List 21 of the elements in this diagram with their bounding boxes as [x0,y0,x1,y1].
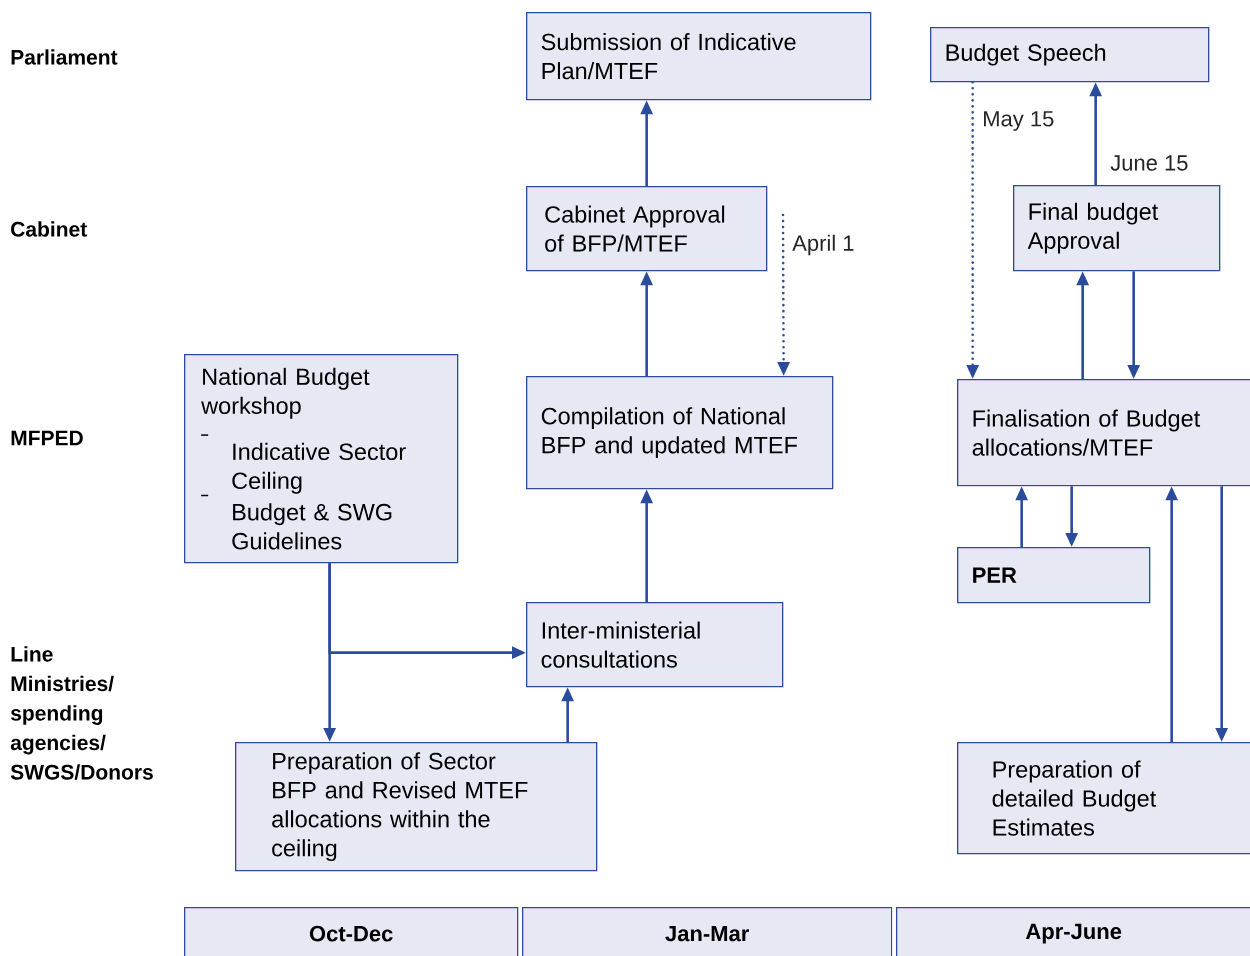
process-box: Submission of Indicative Plan/MTEF [526,12,872,101]
edge-label: May 15 [980,109,1057,133]
process-box: Budget Speech [930,27,1210,83]
lane-label: Cabinet [11,221,87,237]
lane-label: MFPED [11,430,83,446]
process-box: National Budget workshop Indicative Sector Ceiling Budget & SWG Guidelines [184,354,459,564]
lane-label: Line Ministries/ spending agencies/ SWGS/Donors [10,646,153,780]
period-band: Oct-Dec [184,907,519,956]
period-band: Apr-June [896,907,1250,956]
process-box: Inter-ministerial consultations [526,602,784,688]
process-box: Finalisation of Budget allocations/MTEF [957,379,1250,487]
process-box: PER [957,547,1151,604]
period-band: Jan-Mar [522,907,893,956]
process-box: Preparation of Sector BFP and Revised MTEF allocations within the ceiling [235,742,598,872]
process-box: Cabinet Approval of BFP/MTEF [526,186,768,272]
process-box: Preparation of detailed Budget Estimates [957,742,1250,855]
process-box: Compilation of National BFP and updated MTEF [526,376,834,490]
edge-label: April 1 [790,232,857,258]
edge-label: June 15 [1108,153,1191,173]
lane-label: Parliament [11,49,118,65]
process-box: Final budget Approval [1013,185,1221,272]
